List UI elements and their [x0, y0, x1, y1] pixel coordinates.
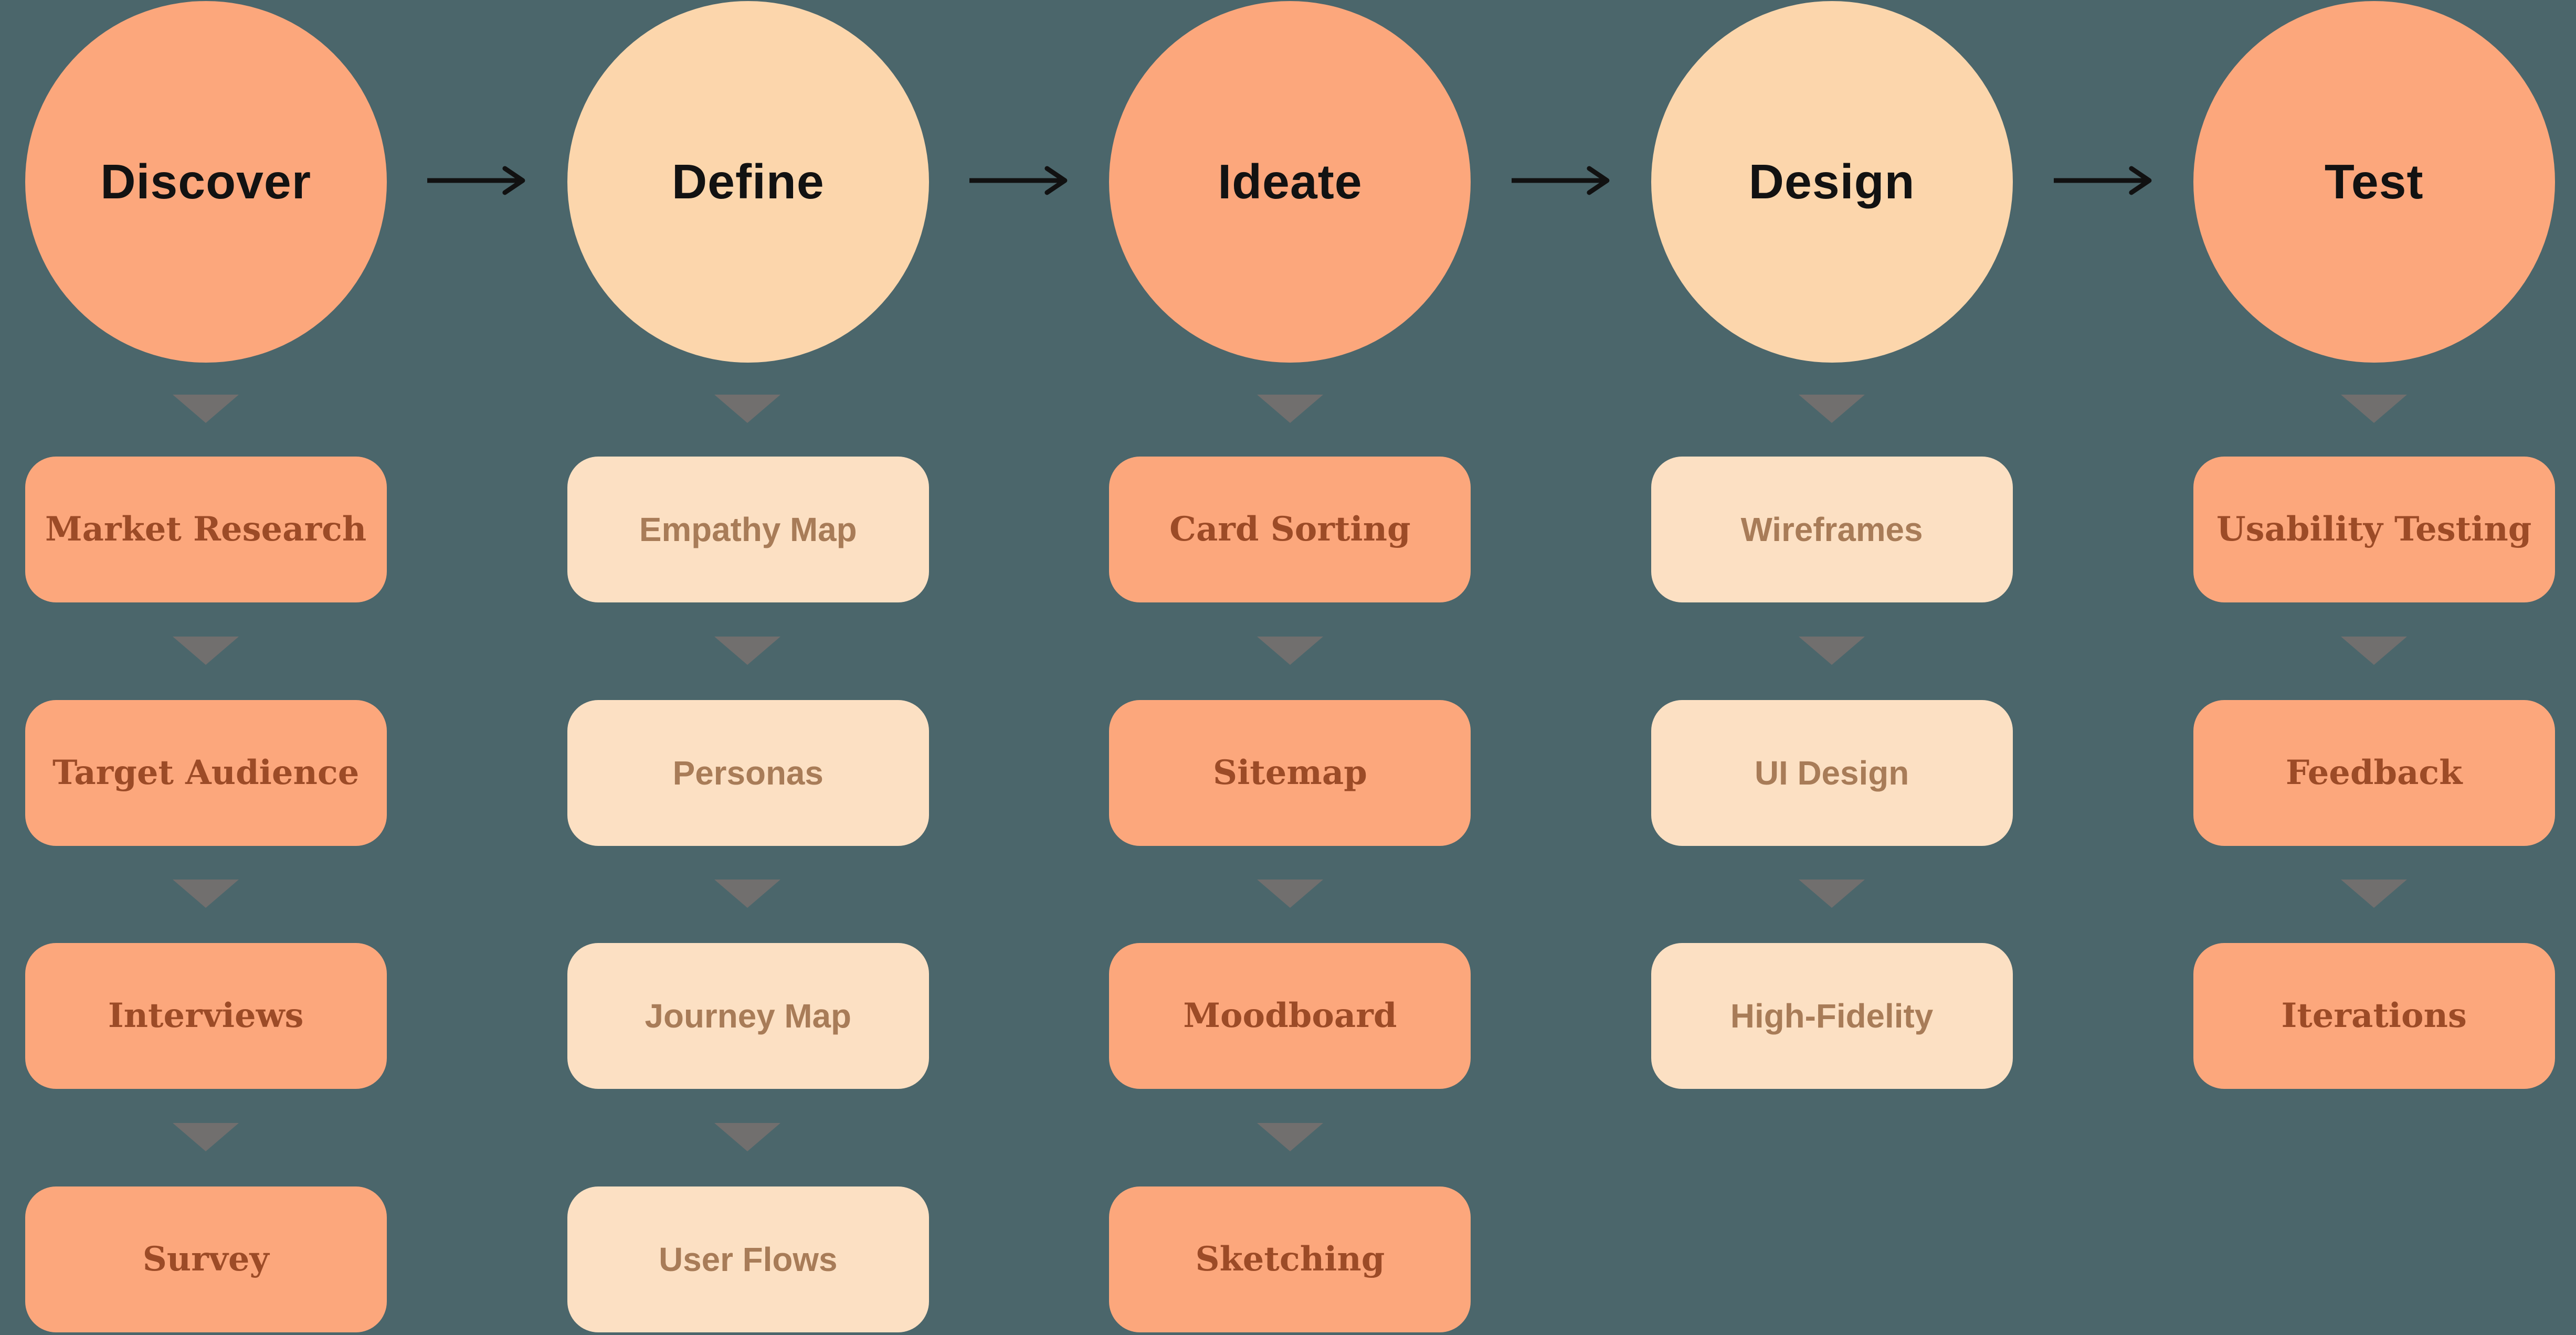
flow-arrow-icon [2053, 166, 2154, 195]
down-triangle-icon [1257, 880, 1323, 908]
process-step-survey: Survey [25, 1186, 387, 1332]
step-label: Sitemap [1213, 753, 1367, 793]
stage-circle-discover: Discover [25, 1, 387, 363]
step-label: Interviews [108, 996, 304, 1036]
process-step-sitemap: Sitemap [1109, 700, 1471, 846]
step-label: User Flows [659, 1240, 838, 1278]
down-triangle-icon [714, 880, 781, 908]
step-label: Iterations [2281, 996, 2467, 1036]
step-label: Empathy Map [639, 510, 857, 548]
step-label: Wireframes [1740, 510, 1923, 548]
down-triangle-icon [1798, 395, 1865, 423]
flow-arrow-icon [1511, 166, 1612, 195]
process-step-market-research: Market Research [25, 456, 387, 602]
stage-label: Test [2324, 154, 2424, 209]
process-step-moodboard: Moodboard [1109, 942, 1471, 1089]
step-label: Moodboard [1183, 996, 1397, 1036]
flow-arrow-icon [426, 166, 527, 195]
step-label: High-Fidelity [1730, 997, 1934, 1035]
stage-circle-ideate: Ideate [1109, 1, 1471, 363]
stage-label: Ideate [1218, 154, 1363, 209]
process-step-sketching: Sketching [1109, 1186, 1471, 1332]
process-step-user-flows: User Flows [567, 1186, 929, 1332]
step-label: Journey Map [645, 997, 852, 1035]
step-label: Sketching [1195, 1239, 1385, 1279]
step-label: Feedback [2285, 753, 2463, 793]
process-step-personas: Personas [567, 700, 929, 846]
process-step-target-audience: Target Audience [25, 700, 387, 846]
down-triangle-icon [1798, 637, 1865, 665]
process-step-iterations: Iterations [2193, 942, 2555, 1089]
stage-circle-define: Define [567, 1, 929, 363]
step-label: Usability Testing [2216, 510, 2532, 549]
down-triangle-icon [1257, 637, 1323, 665]
step-label: Personas [672, 754, 824, 792]
down-triangle-icon [2340, 880, 2407, 908]
down-triangle-icon [172, 880, 239, 908]
down-triangle-icon [2340, 395, 2407, 423]
process-step-ui-design: UI Design [1651, 700, 2013, 846]
down-triangle-icon [172, 637, 239, 665]
step-label: Target Audience [52, 753, 360, 793]
stage-label: Design [1748, 154, 1915, 209]
down-triangle-icon [1257, 395, 1323, 423]
process-step-card-sorting: Card Sorting [1109, 456, 1471, 602]
process-step-interviews: Interviews [25, 942, 387, 1089]
down-triangle-icon [2340, 637, 2407, 665]
process-step-feedback: Feedback [2193, 700, 2555, 846]
down-triangle-icon [714, 395, 781, 423]
process-step-empathy-map: Empathy Map [567, 456, 929, 602]
down-triangle-icon [172, 395, 239, 423]
process-step-wireframes: Wireframes [1651, 456, 2013, 602]
stage-label: Define [671, 154, 825, 209]
step-label: UI Design [1754, 754, 1909, 792]
stage-label: Discover [100, 154, 312, 209]
down-triangle-icon [1798, 880, 1865, 908]
process-step-journey-map: Journey Map [567, 942, 929, 1089]
down-triangle-icon [714, 637, 781, 665]
down-triangle-icon [172, 1123, 239, 1152]
step-label: Survey [142, 1239, 269, 1279]
step-label: Market Research [45, 510, 367, 549]
down-triangle-icon [1257, 1123, 1323, 1152]
stage-circle-design: Design [1651, 1, 2013, 363]
step-label: Card Sorting [1169, 510, 1411, 549]
process-step-high-fidelity: High-Fidelity [1651, 942, 2013, 1089]
stage-circle-test: Test [2193, 1, 2555, 363]
flow-arrow-icon [968, 166, 1070, 195]
process-step-usability-testing: Usability Testing [2193, 456, 2555, 602]
down-triangle-icon [714, 1123, 781, 1152]
